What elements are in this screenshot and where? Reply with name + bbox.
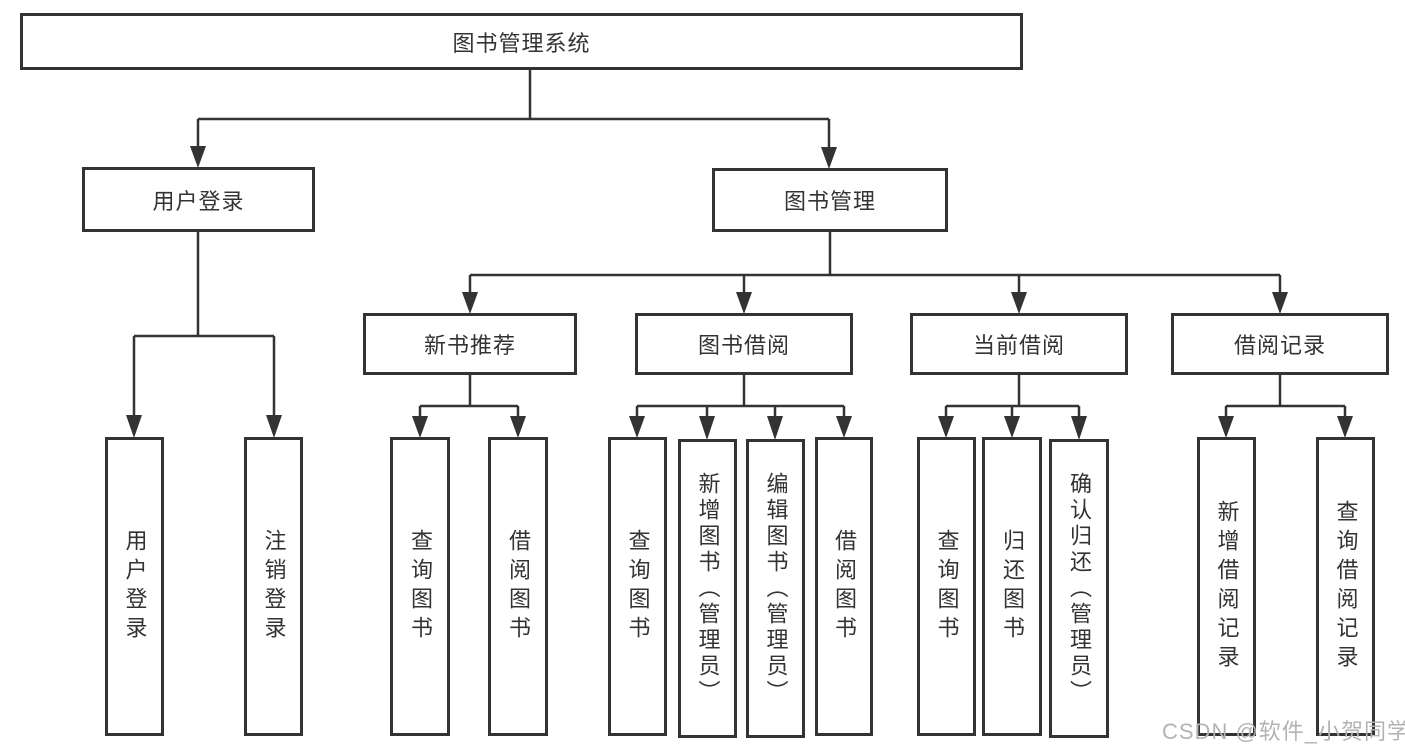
leaf-borrow-search: 查询图书: [608, 437, 667, 736]
leaf-records-search-label: 查询借阅记录: [1333, 499, 1359, 674]
leaf-logout: 注销登录: [244, 437, 303, 736]
node-user-login: 用户登录: [82, 167, 315, 232]
leaf-newbook-search-label: 查询图书: [408, 528, 433, 645]
leaf-logout-label: 注销登录: [261, 528, 287, 645]
node-borrow-records: 借阅记录: [1171, 313, 1389, 375]
leaf-borrow-borrow-label: 借阅图书: [832, 528, 857, 645]
leaf-user-login-label: 用户登录: [122, 528, 148, 645]
arrowheads: [126, 146, 1353, 440]
connector-newbook-leaves: [418, 375, 520, 421]
leaf-borrow-edit: 编辑图书（管理员）: [746, 439, 805, 738]
leaf-current-confirm: 确认归还（管理员）: [1049, 439, 1109, 738]
leaf-current-return: 归还图书: [982, 437, 1042, 736]
node-borrow-records-label: 借阅记录: [1233, 333, 1326, 358]
leaf-records-add: 新增借阅记录: [1197, 437, 1256, 736]
leaf-current-search-label: 查询图书: [934, 528, 960, 645]
leaf-newbook-search: 查询图书: [390, 437, 450, 736]
connector-borrow-leaves: [635, 375, 846, 421]
leaf-newbook-borrow: 借阅图书: [488, 437, 548, 736]
node-root-label: 图书管理系统: [452, 30, 591, 56]
leaf-current-search: 查询图书: [917, 437, 976, 736]
connector-current-leaves: [944, 375, 1081, 421]
leaf-borrow-add-label: 新增图书（管理员）: [695, 471, 721, 706]
leaf-records-search: 查询借阅记录: [1316, 437, 1375, 736]
connector-records-leaves: [1224, 375, 1347, 421]
node-current-borrow: 当前借阅: [910, 313, 1128, 375]
connector-login-leaves: [132, 232, 276, 421]
connector-root-l2: [196, 70, 831, 152]
node-book-borrow: 图书借阅: [635, 313, 853, 375]
leaf-borrow-edit-label: 编辑图书（管理员）: [763, 471, 789, 706]
leaf-current-confirm-label: 确认归还（管理员）: [1067, 471, 1092, 706]
node-book-mgmt: 图书管理: [712, 168, 948, 232]
node-new-book-rec-label: 新书推荐: [423, 333, 516, 358]
node-user-login-label: 用户登录: [152, 188, 245, 214]
leaf-borrow-borrow: 借阅图书: [815, 437, 873, 736]
leaf-records-add-label: 新增借阅记录: [1214, 499, 1240, 674]
connector-mgmt-l3: [468, 232, 1282, 297]
node-book-borrow-label: 图书借阅: [697, 333, 790, 358]
leaf-borrow-add: 新增图书（管理员）: [678, 439, 737, 738]
node-root: 图书管理系统: [20, 13, 1023, 70]
node-book-mgmt-label: 图书管理: [783, 189, 876, 214]
watermark: CSDN @软件_小贺同学: [1162, 719, 1405, 744]
leaf-borrow-search-label: 查询图书: [625, 528, 651, 645]
node-new-book-rec: 新书推荐: [363, 313, 577, 375]
leaf-current-return-label: 归还图书: [1000, 528, 1025, 645]
leaf-newbook-borrow-label: 借阅图书: [506, 528, 531, 645]
leaf-user-login: 用户登录: [105, 437, 164, 736]
node-current-borrow-label: 当前借阅: [972, 333, 1065, 358]
